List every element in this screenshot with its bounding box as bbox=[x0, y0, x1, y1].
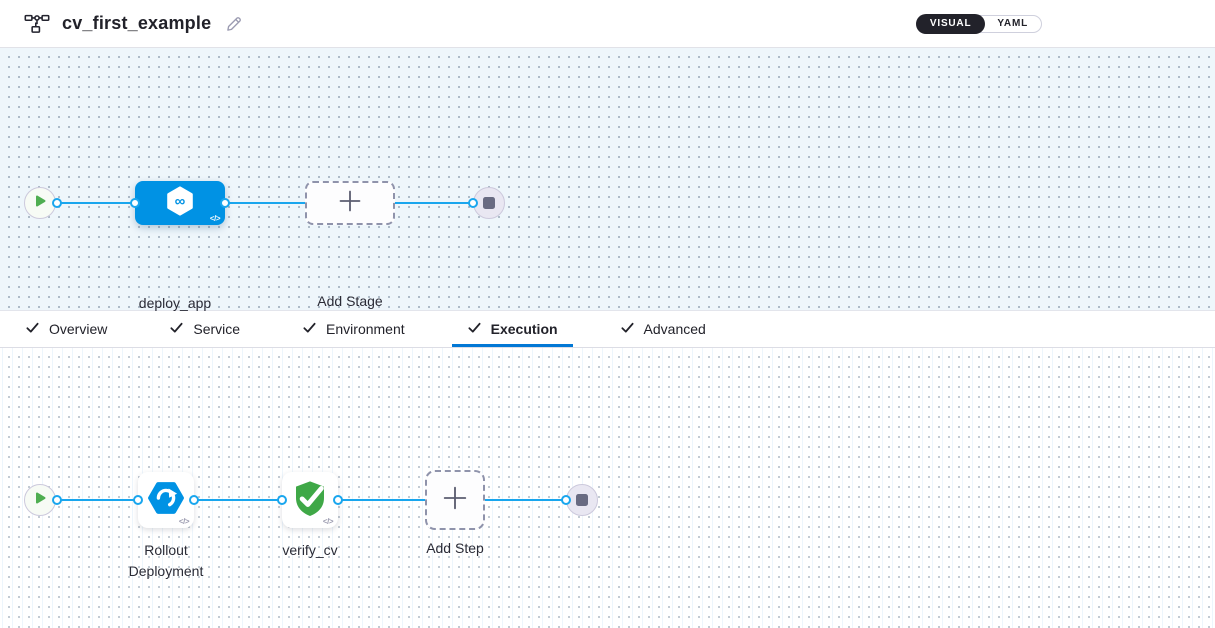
stage-config-tabs: Overview Service Environment Execution A… bbox=[0, 310, 1215, 348]
check-icon bbox=[25, 320, 40, 338]
pipeline-end-node[interactable] bbox=[473, 187, 505, 219]
shield-check-icon bbox=[289, 477, 331, 524]
connector-point bbox=[52, 198, 62, 208]
rollout-deployment-icon bbox=[147, 479, 185, 522]
check-icon bbox=[467, 320, 482, 338]
add-stage-button[interactable] bbox=[305, 181, 395, 225]
step-node-rollout-deployment[interactable]: </> bbox=[138, 472, 194, 528]
visual-yaml-toggle: VISUAL YAML bbox=[915, 14, 1042, 34]
tab-label: Overview bbox=[49, 321, 108, 337]
step-node-verify-cv[interactable]: </> bbox=[282, 472, 338, 528]
execution-canvas: </> </> Rollout Deployment bbox=[0, 348, 1215, 628]
play-icon bbox=[33, 194, 47, 213]
stage-node-deploy-app[interactable]: ∞ </> bbox=[135, 181, 225, 225]
header: cv_first_example VISUAL YAML bbox=[0, 0, 1215, 48]
tab-service[interactable]: Service bbox=[154, 311, 255, 347]
check-icon bbox=[169, 320, 184, 338]
tab-execution[interactable]: Execution bbox=[451, 311, 573, 347]
add-step-label: Add Step bbox=[426, 540, 484, 556]
play-icon bbox=[33, 491, 47, 510]
connector-line bbox=[485, 499, 566, 501]
code-icon: </> bbox=[178, 517, 190, 526]
tab-overview[interactable]: Overview bbox=[10, 311, 122, 347]
check-icon bbox=[620, 320, 635, 338]
connector-line bbox=[194, 499, 282, 501]
code-icon: </> bbox=[322, 517, 334, 526]
tab-label: Service bbox=[193, 321, 241, 337]
pipeline-title: cv_first_example bbox=[62, 13, 212, 33]
connector-point bbox=[220, 198, 230, 208]
step-label: Rollout Deployment bbox=[128, 542, 204, 579]
stop-icon bbox=[483, 197, 495, 209]
tab-label: Environment bbox=[326, 321, 405, 337]
connector-line bbox=[395, 202, 473, 204]
code-icon: </> bbox=[209, 214, 221, 223]
pipeline-graph-icon bbox=[24, 13, 50, 35]
connector-point bbox=[133, 495, 143, 505]
execution-start-node[interactable] bbox=[24, 484, 56, 516]
cd-stage-hexagon-icon: ∞ bbox=[165, 185, 195, 222]
edit-pencil-icon[interactable] bbox=[225, 15, 243, 33]
connector-point bbox=[333, 495, 343, 505]
tab-label: Advanced bbox=[643, 321, 706, 337]
tab-label: Execution bbox=[490, 321, 558, 337]
toggle-yaml[interactable]: YAML bbox=[997, 18, 1028, 29]
tab-environment[interactable]: Environment bbox=[287, 311, 420, 347]
tab-advanced[interactable]: Advanced bbox=[605, 311, 721, 347]
connector-point bbox=[561, 495, 571, 505]
connector-point bbox=[130, 198, 140, 208]
connector-point bbox=[52, 495, 62, 505]
plus-icon bbox=[442, 485, 468, 516]
add-stage-label: Add Stage bbox=[317, 293, 383, 309]
connector-line bbox=[57, 202, 135, 204]
connector-line bbox=[225, 202, 305, 204]
step-label: verify_cv bbox=[282, 542, 338, 558]
pipeline-start-node[interactable] bbox=[24, 187, 56, 219]
stage-canvas: ∞ </> deploy_app Add Stage bbox=[0, 48, 1215, 311]
stage-label: deploy_app bbox=[138, 295, 212, 311]
connector-point bbox=[189, 495, 199, 505]
connector-point bbox=[277, 495, 287, 505]
connector-line bbox=[338, 499, 425, 501]
toggle-visual[interactable]: VISUAL bbox=[915, 14, 986, 34]
connector-line bbox=[57, 499, 138, 501]
plus-icon bbox=[338, 189, 362, 218]
stop-icon bbox=[576, 494, 588, 506]
execution-end-node[interactable] bbox=[566, 484, 598, 516]
svg-text:∞: ∞ bbox=[175, 192, 186, 209]
check-icon bbox=[302, 320, 317, 338]
add-step-button[interactable] bbox=[425, 470, 485, 530]
connector-point bbox=[468, 198, 478, 208]
